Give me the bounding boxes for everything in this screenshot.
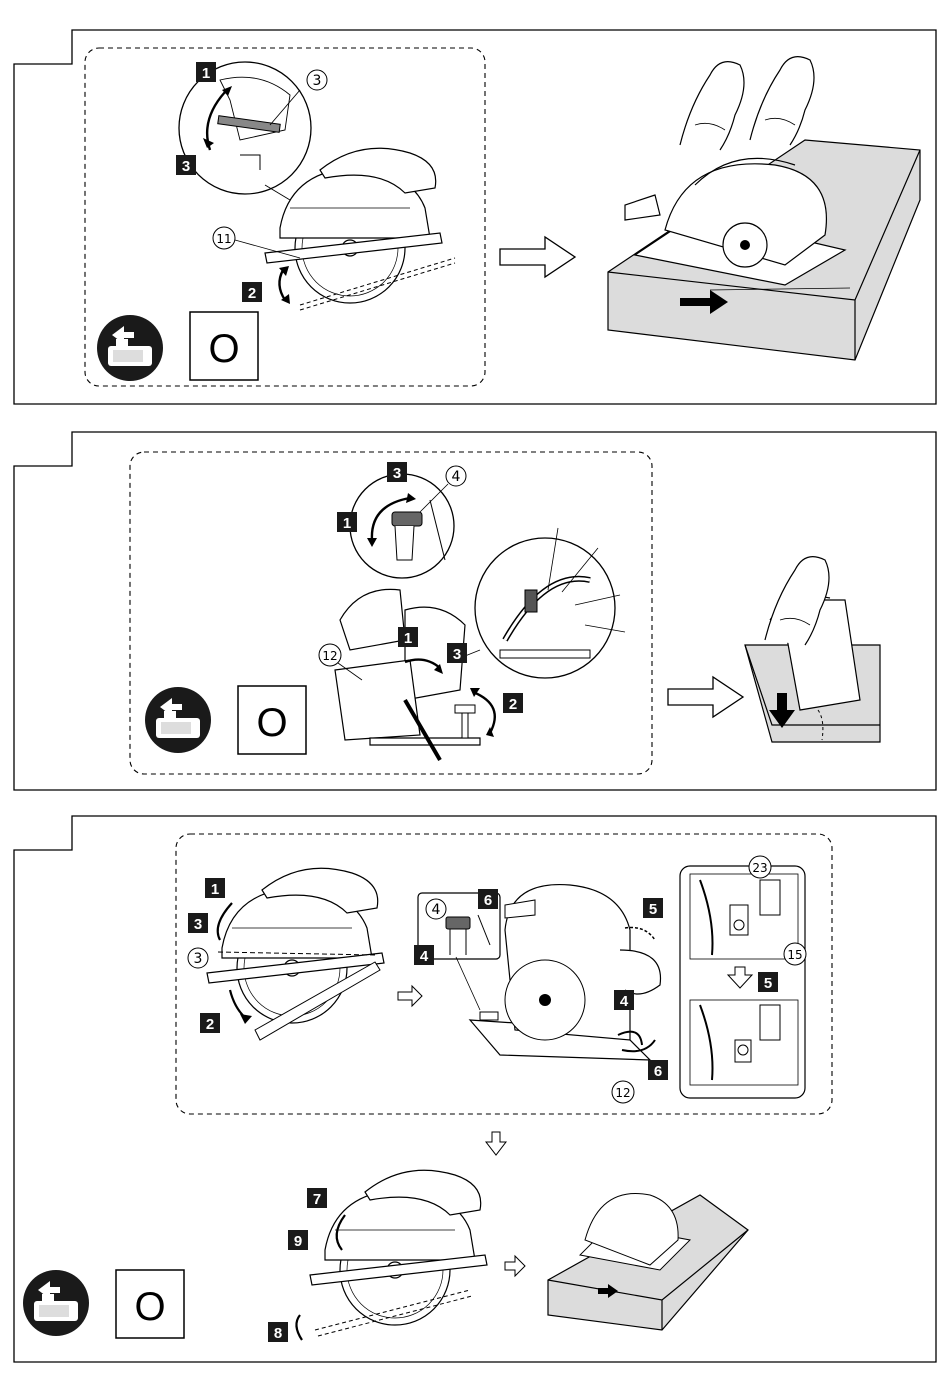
board-with-tilted-saw (745, 557, 880, 742)
hollow-arrow-right-icon (398, 986, 422, 1006)
callout-label: 12 (319, 644, 341, 666)
svg-text:1: 1 (202, 65, 210, 82)
step-marker: 8 (268, 1322, 288, 1342)
step-marker: 4 (414, 945, 434, 965)
detail-magnifier-large (475, 528, 625, 678)
step-marker: 1 (398, 627, 418, 647)
callout-label: 11 (213, 227, 235, 249)
step-marker: 4 (614, 990, 634, 1010)
svg-text:2: 2 (509, 696, 517, 713)
step-marker: 3 (188, 913, 208, 933)
step-marker: 6 (648, 1060, 668, 1080)
svg-text:8: 8 (274, 1325, 282, 1342)
step-marker: 7 (307, 1188, 327, 1208)
callout-label: 4 (446, 466, 466, 486)
step-marker: 2 (242, 282, 262, 302)
board-with-saw (608, 57, 920, 360)
step-marker: 6 (478, 889, 498, 909)
svg-text:3: 3 (393, 465, 401, 482)
svg-text:5: 5 (764, 975, 772, 992)
board-with-saw (548, 1193, 748, 1330)
circular-saw-front (335, 589, 495, 760)
panel-3: 1 3 2 3 4 6 4 5 4 6 (14, 816, 936, 1362)
hollow-arrow-down-icon (486, 1132, 506, 1155)
svg-text:9: 9 (294, 1233, 302, 1250)
svg-text:3: 3 (194, 916, 202, 933)
svg-text:3: 3 (182, 158, 190, 175)
svg-text:2: 2 (248, 285, 256, 302)
svg-text:5: 5 (649, 901, 657, 918)
callout-label: 12 (612, 1081, 634, 1103)
symbol-label: O (208, 327, 239, 371)
step-marker: 3 (387, 462, 407, 482)
battery-remove-icon (145, 687, 211, 753)
svg-text:11: 11 (216, 232, 231, 246)
detail-box (680, 866, 805, 1098)
svg-text:2: 2 (206, 1016, 214, 1033)
svg-text:6: 6 (484, 892, 492, 909)
battery-remove-icon (23, 1270, 89, 1336)
callout-label: 3 (307, 70, 327, 90)
svg-text:6: 6 (654, 1063, 662, 1080)
step-marker: 1 (337, 512, 357, 532)
detail-magnifier (350, 474, 454, 578)
step-marker: 2 (503, 693, 523, 713)
svg-text:23: 23 (752, 861, 767, 875)
svg-text:4: 4 (452, 469, 461, 485)
hollow-arrow-right-icon (500, 237, 575, 277)
callout-label: 15 (784, 943, 806, 965)
step-marker: 5 (643, 898, 663, 918)
callout-label: 3 (188, 948, 208, 968)
callout-label: 23 (749, 856, 771, 878)
step-marker: 1 (205, 878, 225, 898)
step-marker: 3 (176, 155, 196, 175)
symbol-label: O (134, 1285, 165, 1329)
step-marker: 1 (196, 62, 216, 82)
step-marker: 9 (288, 1230, 308, 1250)
svg-text:1: 1 (343, 515, 351, 532)
svg-text:7: 7 (313, 1191, 321, 1208)
callout-label: 4 (426, 899, 446, 919)
svg-text:4: 4 (620, 993, 629, 1010)
svg-text:4: 4 (432, 902, 441, 918)
battery-remove-icon (97, 315, 163, 381)
svg-text:12: 12 (322, 649, 337, 663)
step-marker: 3 (447, 643, 467, 663)
svg-text:15: 15 (787, 948, 802, 962)
svg-text:1: 1 (211, 881, 219, 898)
step-marker: 5 (758, 972, 778, 992)
svg-text:3: 3 (453, 646, 461, 663)
svg-text:4: 4 (420, 948, 429, 965)
circular-saw-illustration (310, 1170, 487, 1325)
svg-text:1: 1 (404, 630, 412, 647)
svg-text:3: 3 (194, 951, 203, 967)
panel-2: 3 1 1 3 2 4 12 O (14, 432, 936, 790)
step-marker: 2 (200, 1013, 220, 1033)
hollow-arrow-right-icon (505, 1256, 525, 1276)
hollow-arrow-right-icon (668, 677, 743, 717)
symbol-label: O (256, 701, 287, 745)
panel-1: 1 3 2 3 11 O (14, 30, 936, 404)
svg-text:12: 12 (615, 1086, 630, 1100)
svg-text:3: 3 (313, 73, 322, 89)
